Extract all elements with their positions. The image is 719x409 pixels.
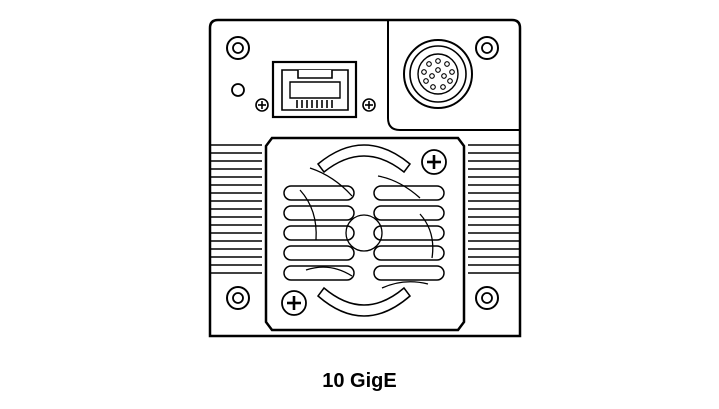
rj45-screw-icon bbox=[255, 98, 376, 112]
phillips-screw-icon bbox=[281, 149, 447, 316]
heatsink-fins-left bbox=[210, 144, 262, 274]
circular-connector-icon bbox=[403, 39, 473, 109]
led-indicator-icon bbox=[231, 83, 245, 97]
rj45-port-icon bbox=[271, 60, 358, 119]
connector-section-divider bbox=[387, 20, 520, 131]
camera-body-outline bbox=[208, 18, 522, 338]
fan-grille-icon bbox=[264, 136, 466, 332]
figure-caption: 10 GigE bbox=[322, 370, 397, 392]
mounting-screw-hole-icon bbox=[226, 36, 499, 310]
heatsink-fins-right bbox=[468, 144, 520, 274]
